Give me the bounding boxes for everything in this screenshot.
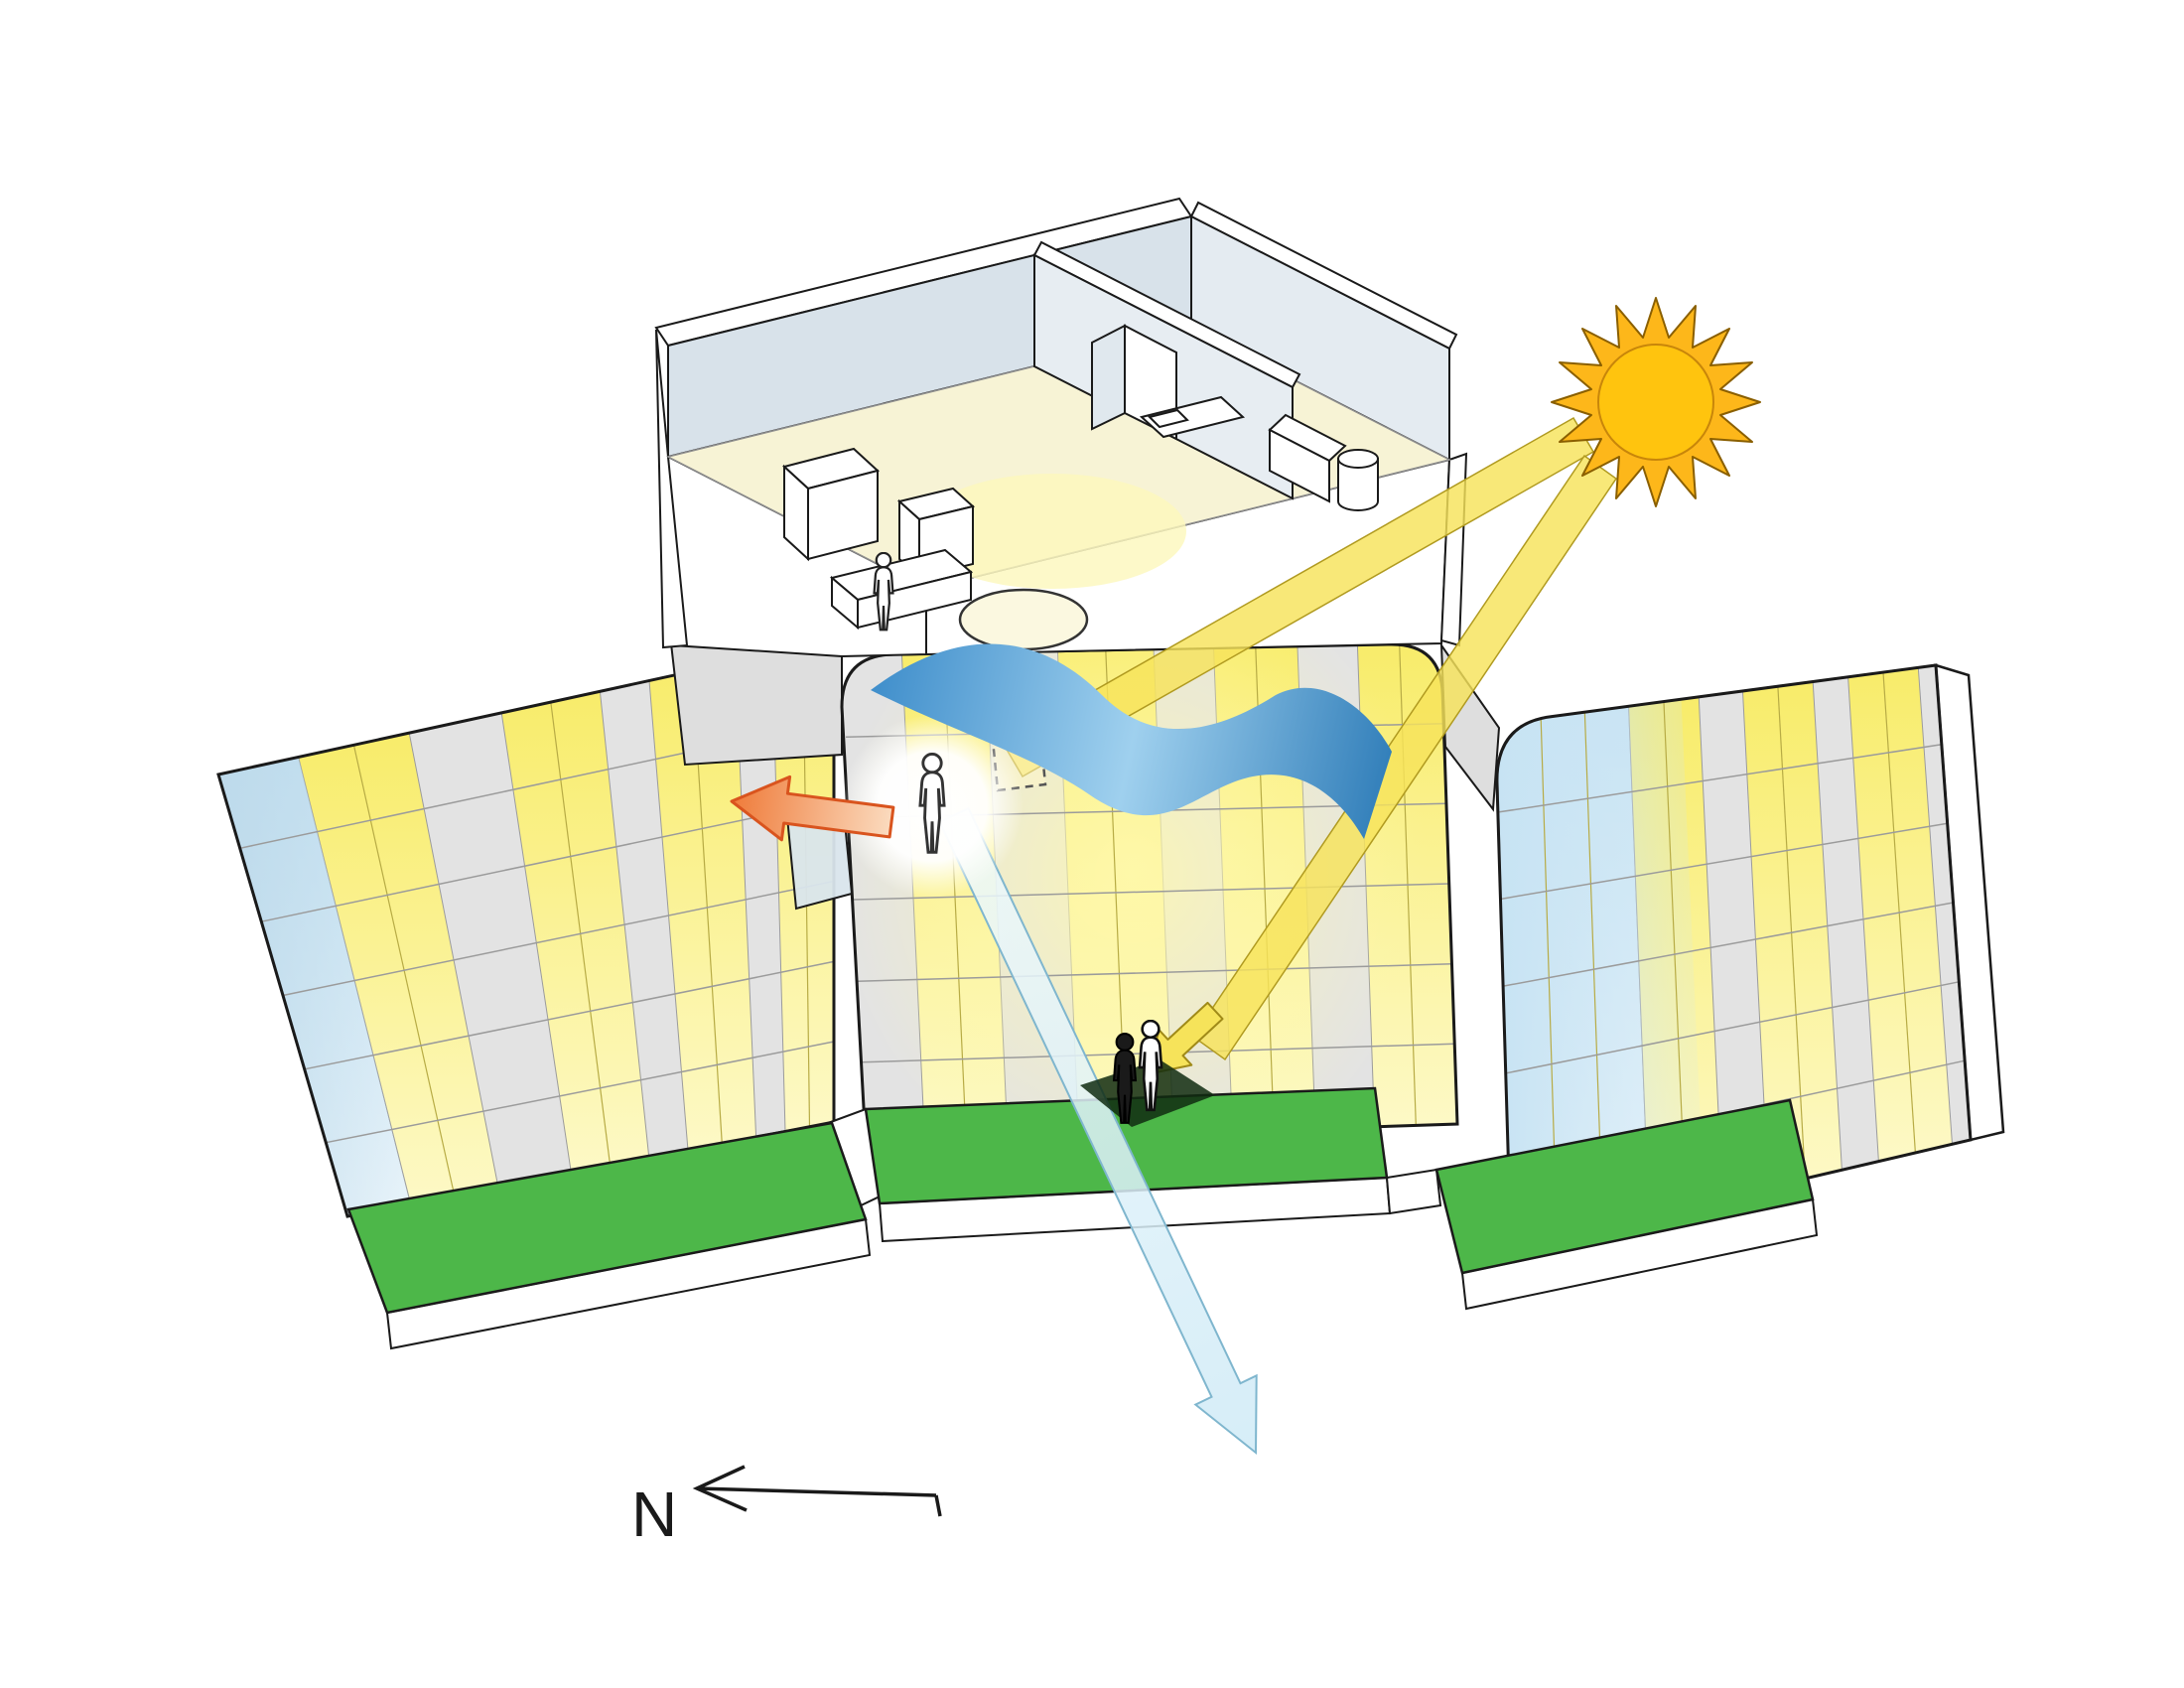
wardrobe-box-1 <box>781 447 881 562</box>
pedestrian <box>1080 1020 1215 1127</box>
daylight-shaft-arrow <box>938 806 1258 1456</box>
compass: N <box>631 1465 942 1550</box>
north-label: N <box>631 1478 677 1550</box>
sofa-bed <box>829 548 974 631</box>
door-leaf <box>1091 324 1126 431</box>
right-building-facade-panels <box>1496 666 1966 1247</box>
kitchen-counter <box>1268 413 1347 503</box>
outer-wall-west <box>655 329 689 649</box>
round-table <box>958 588 1089 651</box>
north-arrow-tail-tick <box>934 1494 942 1517</box>
sun-core-icon <box>1597 344 1714 461</box>
left-lawn <box>346 1121 868 1315</box>
airflow-ribbon <box>871 643 1392 839</box>
right-building <box>1495 663 2005 1249</box>
sun-beam-lower <box>1191 454 1618 1061</box>
bed <box>1139 395 1246 439</box>
exhaust-air-arrow <box>730 774 895 842</box>
right-ground-step <box>1385 1168 1442 1215</box>
left-building <box>216 638 836 1218</box>
sun <box>1551 297 1761 507</box>
cutaway-apartment <box>654 197 1468 658</box>
right-lawn <box>1434 1098 1815 1275</box>
water-heater-cylinder <box>1337 449 1379 511</box>
right-building-outline <box>1495 663 1973 1249</box>
north-arrow-line <box>696 1486 937 1497</box>
facade-occupant <box>841 715 1024 898</box>
left-return-wall <box>669 641 843 767</box>
north-arrow-head-icon <box>692 1465 748 1512</box>
sun-patch-on-floor <box>918 474 1186 589</box>
